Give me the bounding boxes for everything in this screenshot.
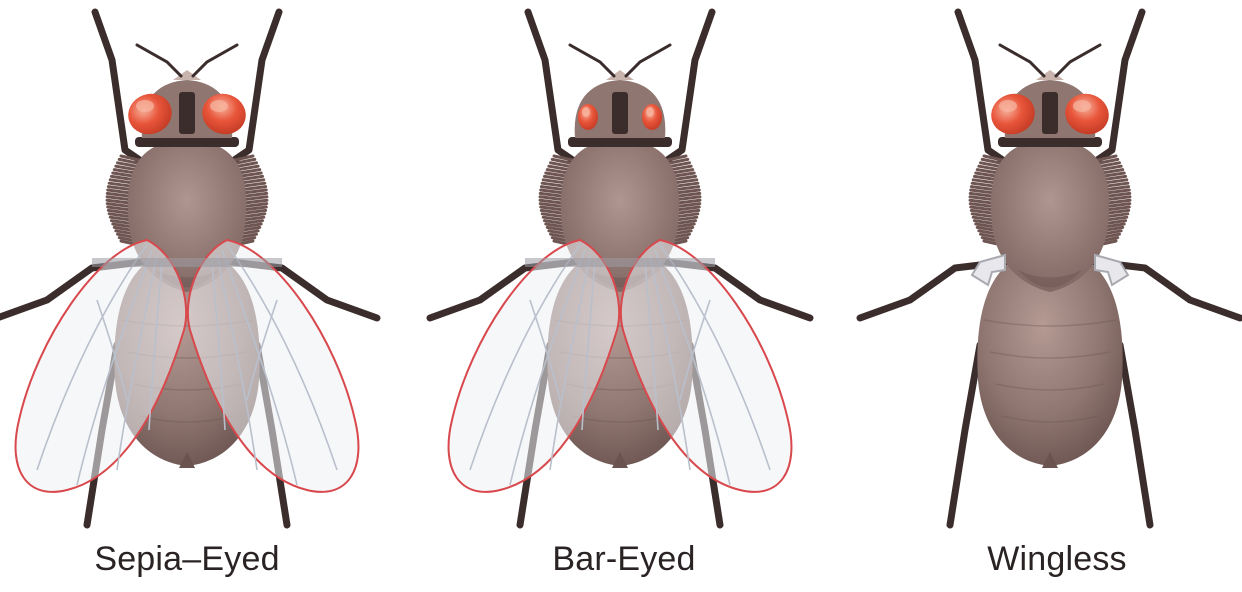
right-eye-highlight (646, 107, 654, 117)
fly-2 (860, 12, 1240, 525)
left-eye-highlight (582, 107, 590, 117)
wing-base-bar (92, 258, 282, 267)
right-eye-highlight (1073, 100, 1091, 112)
label-bar-eyed: Bar-Eyed (474, 540, 774, 579)
label-sepia-eyed: Sepia–Eyed (37, 540, 337, 579)
head-stripe (1042, 92, 1058, 134)
head-stripe (179, 92, 195, 134)
left-antenna (570, 45, 614, 76)
right-antenna (1056, 45, 1100, 76)
right-antenna (193, 45, 237, 76)
right-eye-highlight (210, 100, 228, 112)
left-antenna (1000, 45, 1044, 76)
neck (998, 137, 1102, 147)
right-antenna (626, 45, 670, 76)
left-eye-highlight (999, 100, 1017, 112)
neck (568, 137, 672, 147)
head-stripe (612, 92, 628, 134)
fly-1 (430, 12, 810, 525)
fly-0 (0, 12, 377, 525)
label-wingless: Wingless (907, 540, 1207, 579)
left-antenna (137, 45, 181, 76)
wing-base-bar (525, 258, 715, 267)
left-eye-highlight (136, 100, 154, 112)
neck (135, 137, 239, 147)
